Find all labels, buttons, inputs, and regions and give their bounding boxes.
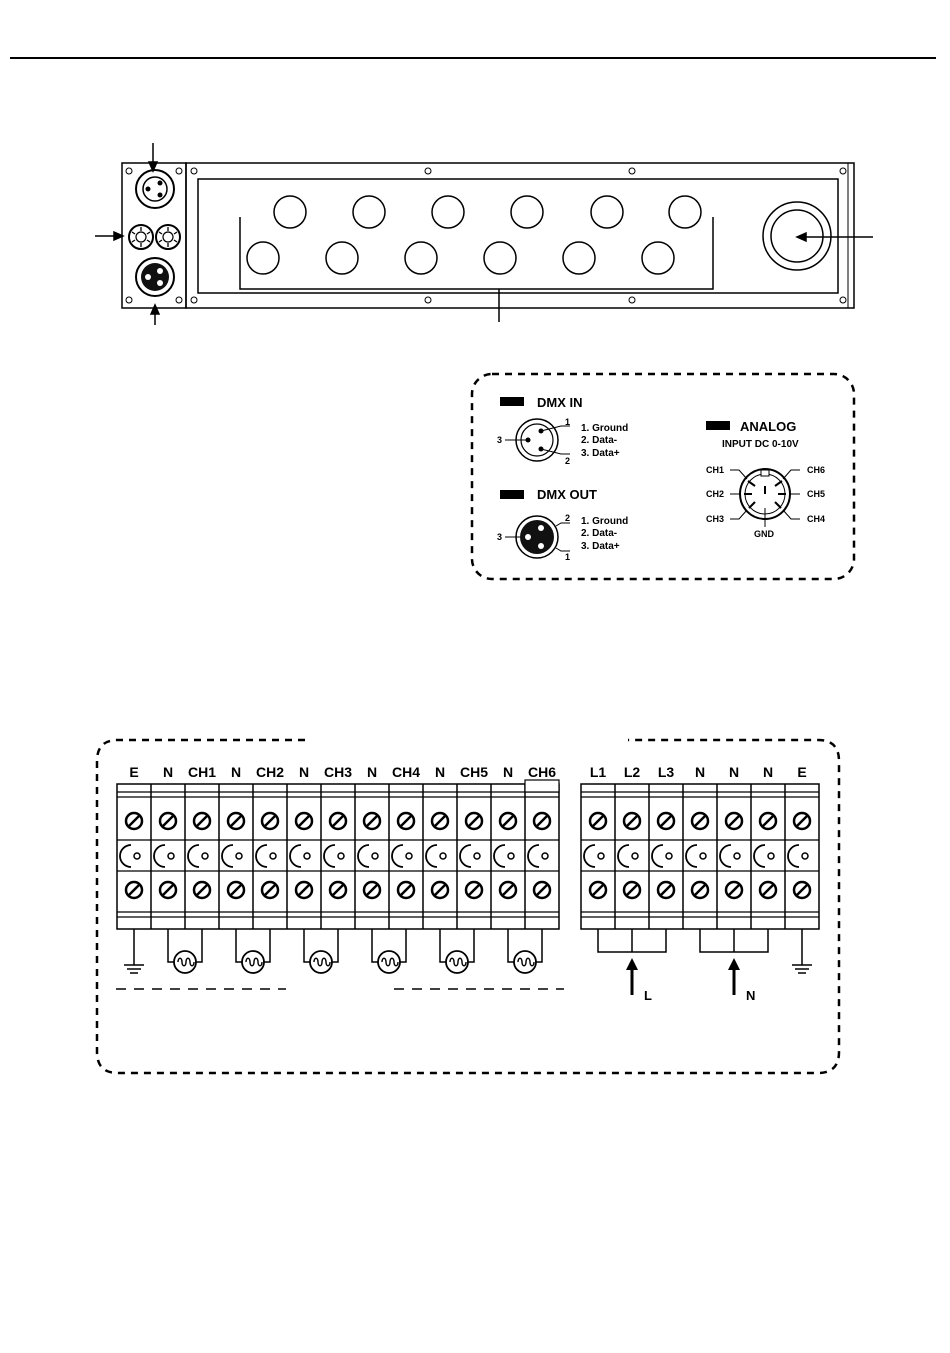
dmx-in-pin-3: 3. Data+ <box>581 448 620 459</box>
power-gland <box>763 202 831 270</box>
dmx-in-num-1: 1 <box>565 417 570 427</box>
analog-section: ANALOG INPUT DC 0-10V <box>706 419 825 539</box>
dmx-in-num-3: 3 <box>497 435 502 445</box>
output-terminal-label-6: CH3 <box>324 764 352 780</box>
analog-ch1: CH1 <box>706 465 724 475</box>
output-terminal-9 <box>426 813 448 898</box>
dmx-out-pin-1: 1. Ground <box>581 516 628 527</box>
output-terminal-2 <box>188 813 210 898</box>
input-terminal-label-4: N <box>729 764 739 780</box>
input-terminal-labels: L1 L2 L3 N N N E <box>590 764 807 780</box>
supply-arrow-l <box>626 958 638 995</box>
analog-title: ANALOG <box>740 419 796 434</box>
lamp-3 <box>304 929 338 973</box>
analog-din-sockets <box>129 225 180 249</box>
input-terminal-2 <box>652 813 674 898</box>
dmx-in-pin-2: 2. Data- <box>581 435 617 446</box>
output-terminal-label-7: N <box>367 764 377 780</box>
input-terminal-label-0: L1 <box>590 764 607 780</box>
analog-subtitle: INPUT DC 0-10V <box>722 439 799 450</box>
output-terminal-11 <box>494 813 516 898</box>
output-terminal-1 <box>154 813 176 898</box>
output-terminal-label-8: CH4 <box>392 764 420 780</box>
output-terminal-strip <box>117 780 559 929</box>
dmx-in-pin-1: 1. Ground <box>581 423 628 434</box>
input-terminal-label-2: L3 <box>658 764 675 780</box>
analog-ch6: CH6 <box>807 465 825 475</box>
lamp-6 <box>508 929 542 973</box>
dmx-out-num-3: 3 <box>497 532 502 542</box>
output-terminal-4 <box>256 813 278 898</box>
lamp-2 <box>236 929 270 973</box>
input-terminal-label-3: N <box>695 764 705 780</box>
output-terminal-label-12: CH6 <box>528 764 556 780</box>
output-terminal-label-3: N <box>231 764 241 780</box>
dmx-in-socket <box>136 170 174 208</box>
dmx-out-pin-2: 2. Data- <box>581 528 617 539</box>
output-terminal-label-4: CH2 <box>256 764 284 780</box>
dmx-in-section: DMX IN 3 1 2 1. Ground 2. Data- 3. Data+ <box>497 395 628 466</box>
rear-panel <box>95 143 873 325</box>
output-terminal-label-9: N <box>435 764 445 780</box>
dmx-out-pin-3: 3. Data+ <box>581 541 620 552</box>
output-terminal-8 <box>392 813 414 898</box>
analog-ch5: CH5 <box>807 489 825 499</box>
output-terminal-10 <box>460 813 482 898</box>
analog-ch2: CH2 <box>706 489 724 499</box>
dmx-out-socket <box>136 258 174 296</box>
output-terminal-3 <box>222 813 244 898</box>
dmx-in-title: DMX IN <box>537 395 583 410</box>
input-terminal-label-5: N <box>763 764 773 780</box>
ground-symbol-output <box>124 929 144 973</box>
dmx-out-title: DMX OUT <box>537 487 597 502</box>
input-terminal-4 <box>720 813 742 898</box>
output-terminal-12 <box>528 813 550 898</box>
output-terminal-6 <box>324 813 346 898</box>
lamp-loads <box>168 929 542 973</box>
lamp-4 <box>372 929 406 973</box>
analog-gnd: GND <box>754 529 775 539</box>
output-terminal-label-0: E <box>129 764 138 780</box>
input-terminal-strip <box>581 784 819 929</box>
dmx-out-num-1: 1 <box>565 552 570 562</box>
cable-knockouts <box>247 196 701 274</box>
input-terminal-3 <box>686 813 708 898</box>
input-terminal-6 <box>788 813 810 898</box>
output-terminal-label-5: N <box>299 764 309 780</box>
dmx-out-section: DMX OUT 3 2 1 1. Ground 2. Data- 3. Data… <box>497 487 628 562</box>
input-terminal-5 <box>754 813 776 898</box>
output-terminal-label-2: CH1 <box>188 764 216 780</box>
analog-ch3: CH3 <box>706 514 724 524</box>
output-terminal-label-11: N <box>503 764 513 780</box>
output-terminal-labels: E N CH1 N CH2 N CH3 N CH4 N CH5 N CH6 <box>129 764 556 780</box>
supply-label-l: L <box>644 988 652 1003</box>
lamp-5 <box>440 929 474 973</box>
output-terminal-0 <box>120 813 142 898</box>
lamp-1 <box>168 929 202 973</box>
input-terminal-1 <box>618 813 640 898</box>
supply-label-n: N <box>746 988 755 1003</box>
output-terminal-label-1: N <box>163 764 173 780</box>
output-terminal-7 <box>358 813 380 898</box>
input-terminal-0 <box>584 813 606 898</box>
callout-arrows <box>95 143 873 325</box>
pinout-box: DMX IN 3 1 2 1. Ground 2. Data- 3. Data+… <box>472 374 854 579</box>
panel-screws <box>126 168 846 303</box>
input-terminal-label-1: L2 <box>624 764 641 780</box>
dmx-out-num-2: 2 <box>565 513 570 523</box>
output-terminal-5 <box>290 813 312 898</box>
supply-arrow-n <box>728 958 740 995</box>
output-terminal-label-10: CH5 <box>460 764 488 780</box>
analog-ch4: CH4 <box>807 514 825 524</box>
analog-din-connector <box>730 469 800 527</box>
input-terminal-label-6: E <box>797 764 806 780</box>
dmx-in-num-2: 2 <box>565 456 570 466</box>
